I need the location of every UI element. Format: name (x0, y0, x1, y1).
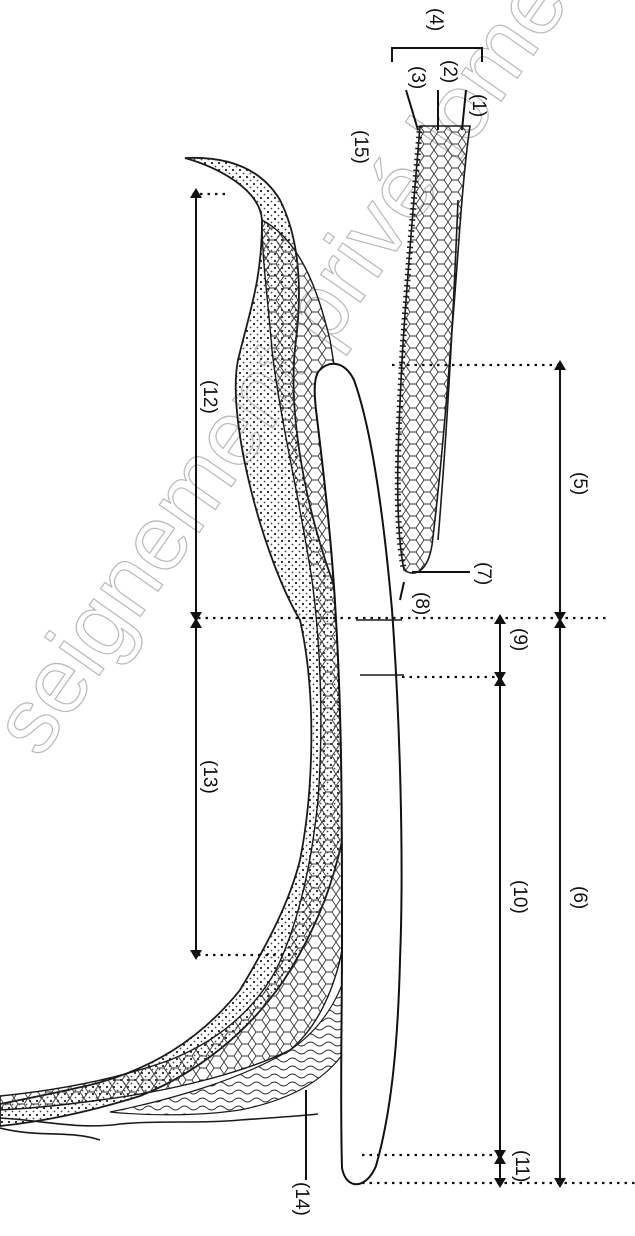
label-13: (13) (199, 760, 220, 794)
label-1: (1) (468, 94, 489, 117)
label-11: (11) (511, 1150, 532, 1182)
label-4: (4) (425, 8, 446, 31)
label-10: (10) (509, 880, 530, 914)
label-6: (6) (569, 886, 590, 909)
label-15: (15) (350, 130, 371, 164)
label-8: (8) (411, 592, 432, 615)
label-14: (14) (291, 1182, 312, 1216)
label-3: (3) (407, 66, 428, 89)
label-2: (2) (439, 60, 460, 83)
label-12: (12) (199, 380, 220, 414)
label-5: (5) (569, 472, 590, 495)
label-9: (9) (509, 628, 530, 651)
label-7: (7) (473, 562, 494, 585)
